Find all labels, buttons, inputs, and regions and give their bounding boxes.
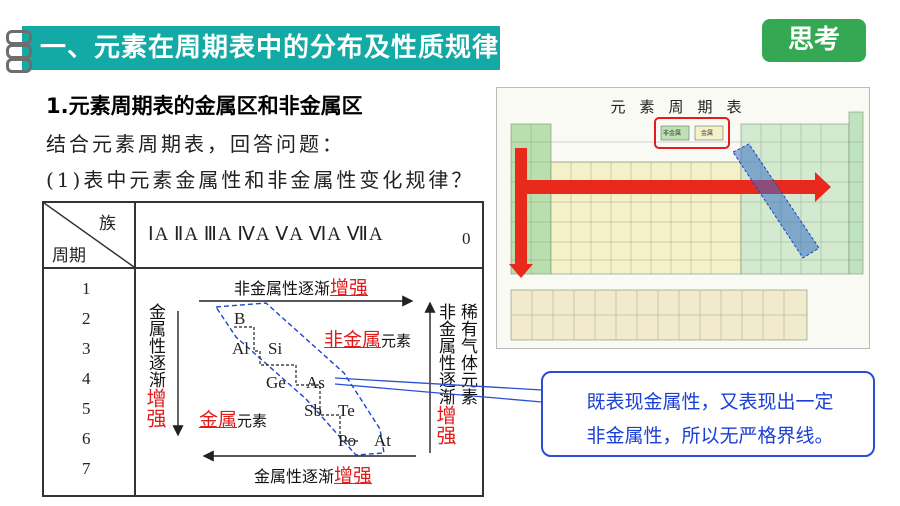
callout-connector bbox=[334, 377, 543, 403]
group-zero: 0 bbox=[462, 229, 471, 248]
bottom-arrow-label: 金属性逐渐增强 bbox=[254, 465, 373, 487]
legend-metal: 金属 bbox=[701, 130, 714, 137]
trend-arrows bbox=[172, 295, 436, 462]
element-sb: Sb bbox=[304, 401, 322, 420]
top-arrow-label: 非金属性逐渐增强 bbox=[234, 277, 369, 299]
element-po: Po bbox=[338, 431, 356, 450]
header-group-label: 族 bbox=[99, 214, 116, 234]
think-button[interactable]: 思考 bbox=[762, 19, 866, 62]
periodic-table-image: 元素周期表 bbox=[496, 87, 870, 349]
header-banner bbox=[22, 26, 500, 70]
periodic-trend-table: 族 周期 ⅠA ⅡA ⅢA ⅣA ⅤA ⅥA ⅦA 0 1 2 3 4 5 6 … bbox=[42, 201, 484, 497]
element-ge: Ge bbox=[266, 373, 286, 392]
callout-line-1: 既表现金属性，又表现出一定 bbox=[586, 391, 834, 413]
table-divider bbox=[44, 267, 482, 269]
period-number: 2 bbox=[82, 309, 91, 328]
periodic-table-title: 元素周期表 bbox=[610, 98, 756, 116]
noble-gas-label: 稀有气体元素 bbox=[457, 303, 477, 405]
right-arrow-label: 非金属性逐渐增强 bbox=[433, 303, 457, 445]
header-period-label: 周期 bbox=[52, 246, 86, 266]
element-at: At bbox=[374, 431, 391, 450]
group-headers: ⅠA ⅡA ⅢA ⅣA ⅤA ⅥA ⅦA bbox=[148, 224, 384, 245]
metal-region-label: 金属元素 bbox=[199, 409, 268, 431]
element-al: Al bbox=[232, 339, 249, 358]
binder-ring-icon bbox=[6, 44, 32, 59]
table-divider bbox=[134, 203, 136, 495]
element-te: Te bbox=[338, 401, 355, 420]
left-arrow-label: 金属性逐渐增强 bbox=[143, 303, 167, 428]
instruction-text: 结合元素周期表，回答问题： bbox=[46, 132, 345, 156]
element-si: Si bbox=[268, 339, 283, 358]
period-number: 4 bbox=[82, 369, 91, 388]
period-number: 3 bbox=[82, 339, 91, 358]
period-number: 7 bbox=[82, 459, 91, 478]
section-heading: 1.元素周期表的金属区和非金属区 bbox=[46, 94, 363, 118]
element-as: As bbox=[306, 373, 325, 392]
nonmetal-region-label: 非金属元素 bbox=[324, 329, 412, 351]
period-number: 5 bbox=[82, 399, 91, 418]
element-b: B bbox=[234, 309, 246, 328]
binder-ring-icon bbox=[6, 58, 32, 73]
legend-nonmetal: 非金属 bbox=[663, 130, 682, 137]
question-text: (1)表中元素金属性和非金属性变化规律？ bbox=[46, 168, 475, 192]
header-diagonal bbox=[44, 203, 135, 268]
periodic-table-grid bbox=[509, 111, 864, 341]
callout-line-2: 非金属性，所以无严格界线。 bbox=[586, 425, 834, 447]
period-number: 6 bbox=[82, 429, 91, 448]
binder-ring-icon bbox=[6, 30, 32, 45]
page-title: 一、元素在周期表中的分布及性质规律 bbox=[40, 33, 500, 63]
explanation-callout: 既表现金属性，又表现出一定 非金属性，所以无严格界线。 bbox=[541, 371, 875, 457]
period-number: 1 bbox=[82, 279, 91, 298]
